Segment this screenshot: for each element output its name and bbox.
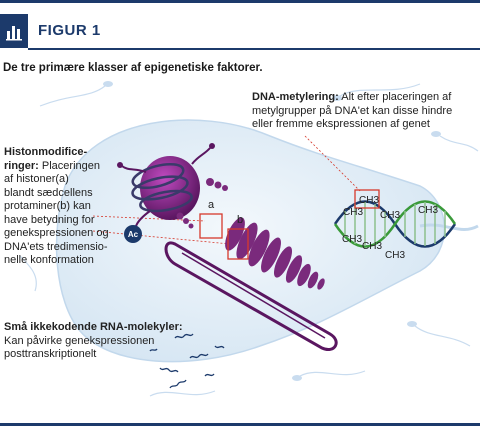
protamine-toroid bbox=[225, 217, 325, 290]
svg-text:a: a bbox=[208, 199, 215, 211]
figure-tab bbox=[0, 14, 28, 48]
figure-header: FIGUR 1 bbox=[0, 14, 480, 50]
svg-text:CH3: CH3 bbox=[385, 250, 405, 261]
header-rule bbox=[28, 48, 480, 50]
svg-text:CH3: CH3 bbox=[359, 195, 379, 206]
dna-methylation-label: DNA-metylering: Alt efter placeringen af… bbox=[252, 91, 453, 130]
marker-a: a bbox=[199, 199, 223, 239]
diagram-canvas: Ac a bbox=[19, 81, 479, 397]
svg-text:CH3: CH3 bbox=[362, 241, 382, 252]
bar-chart-icon bbox=[6, 26, 22, 41]
chromatin-loop bbox=[164, 241, 338, 351]
histone-modification-label: Histonmodifice- ringer: Placeringen af h… bbox=[4, 146, 109, 266]
svg-text:CH3: CH3 bbox=[343, 207, 363, 218]
epigenetics-diagram: Ac a bbox=[0, 76, 480, 416]
svg-text:Ac: Ac bbox=[128, 230, 139, 239]
small-rna-label: Små ikkekodende RNA-molekyler: Kan påvir… bbox=[4, 321, 183, 360]
figure-subtitle: De tre primære klasser af epigenetiske f… bbox=[3, 62, 263, 74]
marker-b: b bbox=[227, 214, 249, 260]
svg-text:b: b bbox=[237, 214, 243, 226]
linker-dna bbox=[176, 178, 228, 229]
top-border bbox=[0, 0, 480, 3]
small-rna-molecules bbox=[149, 333, 225, 389]
background-sperm bbox=[19, 81, 479, 397]
acetyl-group: Ac bbox=[124, 225, 142, 243]
methyl-groups: CH3 CH3 CH3 CH3 CH3 CH3 CH3 bbox=[342, 189, 438, 261]
histone-nucleosome bbox=[117, 143, 215, 227]
chromatin-loop-inner bbox=[181, 252, 326, 339]
svg-text:CH3: CH3 bbox=[418, 205, 438, 216]
svg-text:CH3: CH3 bbox=[380, 210, 400, 221]
figure-title: FIGUR 1 bbox=[38, 22, 101, 39]
svg-text:CH3: CH3 bbox=[342, 234, 362, 245]
dna-helix bbox=[333, 200, 457, 248]
bottom-border bbox=[0, 423, 480, 426]
